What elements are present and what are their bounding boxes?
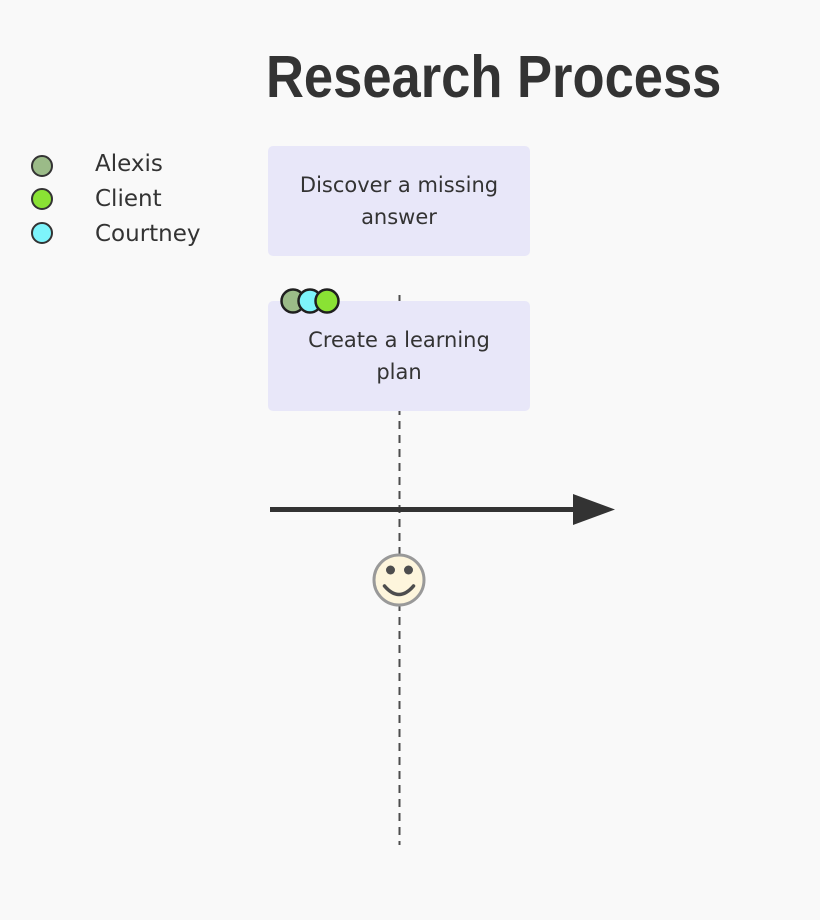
actor-circle-icon [314,288,340,314]
task-label: Discover a missing answer [299,173,499,229]
actor-name: Courtney [95,221,201,247]
legend-item: Client [30,184,201,214]
happy-face-icon [372,553,426,607]
task-label: Create a learning plan [308,328,490,384]
legend: Alexis Client Courtney [30,149,201,249]
task-actor-dots [280,288,340,314]
actor-name: Alexis [95,151,163,177]
actor-circle-icon [31,188,53,210]
timeline-arrowhead-icon [573,494,615,525]
task-box: Create a learning plan [268,301,530,411]
actor-circle-icon [31,222,53,244]
task-box: Discover a missing answer [268,146,530,256]
legend-item: Alexis [30,149,201,179]
actor-circle-icon [31,155,53,177]
legend-item: Courtney [30,219,201,249]
actor-name: Client [95,186,162,212]
diagram-title: Research Process [266,44,722,110]
